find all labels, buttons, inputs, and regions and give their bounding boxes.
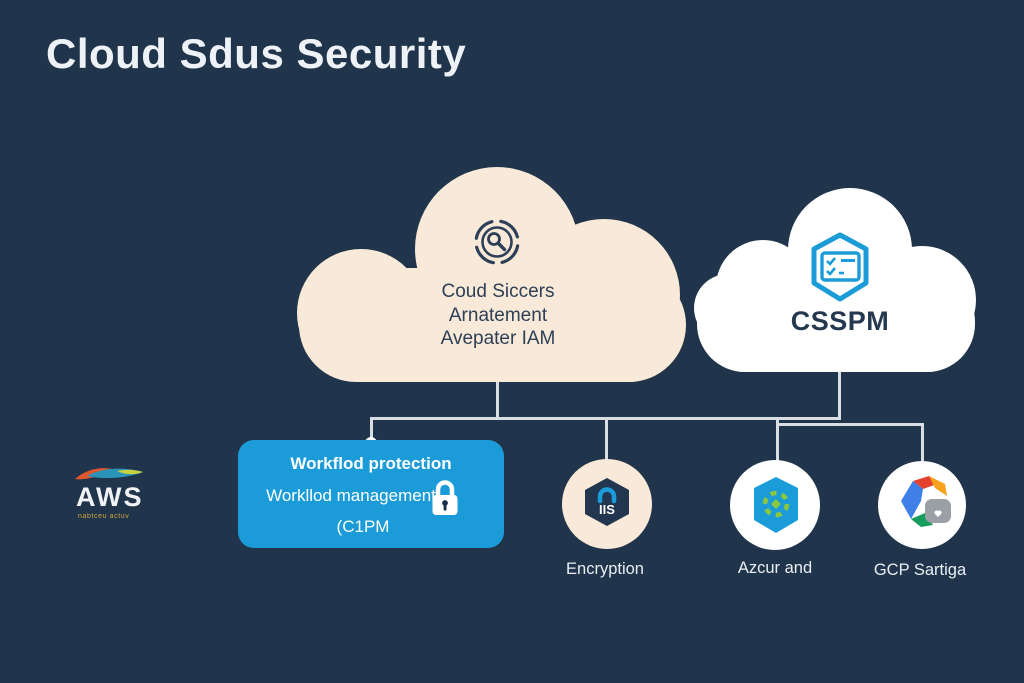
search-badge-icon xyxy=(474,219,520,265)
sync-shield-icon xyxy=(754,477,798,533)
center-cloud-line: Arnatement xyxy=(448,304,548,326)
connector-line xyxy=(605,419,608,462)
center-cloud-text: Coud Siccers Arnatement Avepater IAM xyxy=(367,280,629,351)
page-title: Cloud Sdus Security xyxy=(46,30,467,77)
gcp-drive-icon xyxy=(901,476,951,527)
encryption-badge: IIS xyxy=(599,502,615,517)
workload-line-3: (C1PM xyxy=(336,517,390,536)
aws-swoosh-icon xyxy=(75,468,143,480)
connector-line xyxy=(370,417,841,420)
workload-line-1: Workflod protection xyxy=(290,454,452,473)
csspm-label: CSSPM xyxy=(790,306,890,336)
center-cloud-line: Coud Siccers xyxy=(441,281,555,302)
connector-line xyxy=(776,419,779,463)
workload-line-2: Workllod management xyxy=(266,486,436,505)
center-cloud-line: Avepater IAM xyxy=(440,328,556,349)
connector-line xyxy=(496,380,499,420)
aws-name: AWS xyxy=(76,482,144,512)
encryption-label: Encryption xyxy=(566,560,644,578)
aws-tagline: nabtceu actuv xyxy=(78,513,130,520)
connector-line xyxy=(370,419,373,443)
connector-line xyxy=(838,372,841,420)
connector-line xyxy=(776,423,924,426)
azure-label: Azcur and xyxy=(737,559,813,577)
connector-line xyxy=(921,425,924,464)
lock-icon xyxy=(432,480,458,515)
workload-box: Workflod protection Workllod management … xyxy=(238,440,504,548)
lock-shield-icon: IIS xyxy=(585,478,629,526)
checklist-shield-icon xyxy=(811,232,869,302)
gcp-label: GCP Sartiga xyxy=(873,561,967,579)
